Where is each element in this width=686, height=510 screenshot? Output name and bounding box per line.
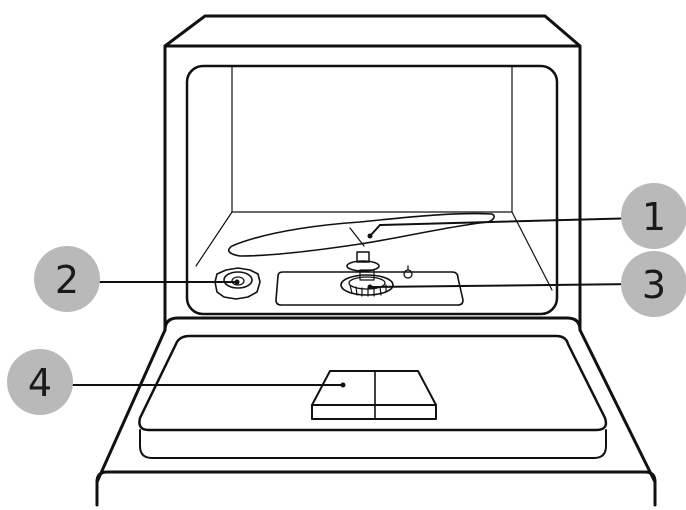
callout-2-label: 2 [55,258,79,302]
callout-1: 1 [621,183,686,249]
callout-2: 2 [34,246,100,312]
callout-1-label: 1 [642,195,666,239]
callout-3-label: 3 [642,263,666,307]
callout-4: 4 [7,349,73,415]
callout-4-label: 4 [28,361,52,405]
filter [341,252,412,296]
callout-3: 3 [621,251,686,317]
spray-arm [229,214,494,256]
detergent-dispenser [312,371,436,419]
callout-leaders [52,218,640,388]
door [97,318,655,505]
